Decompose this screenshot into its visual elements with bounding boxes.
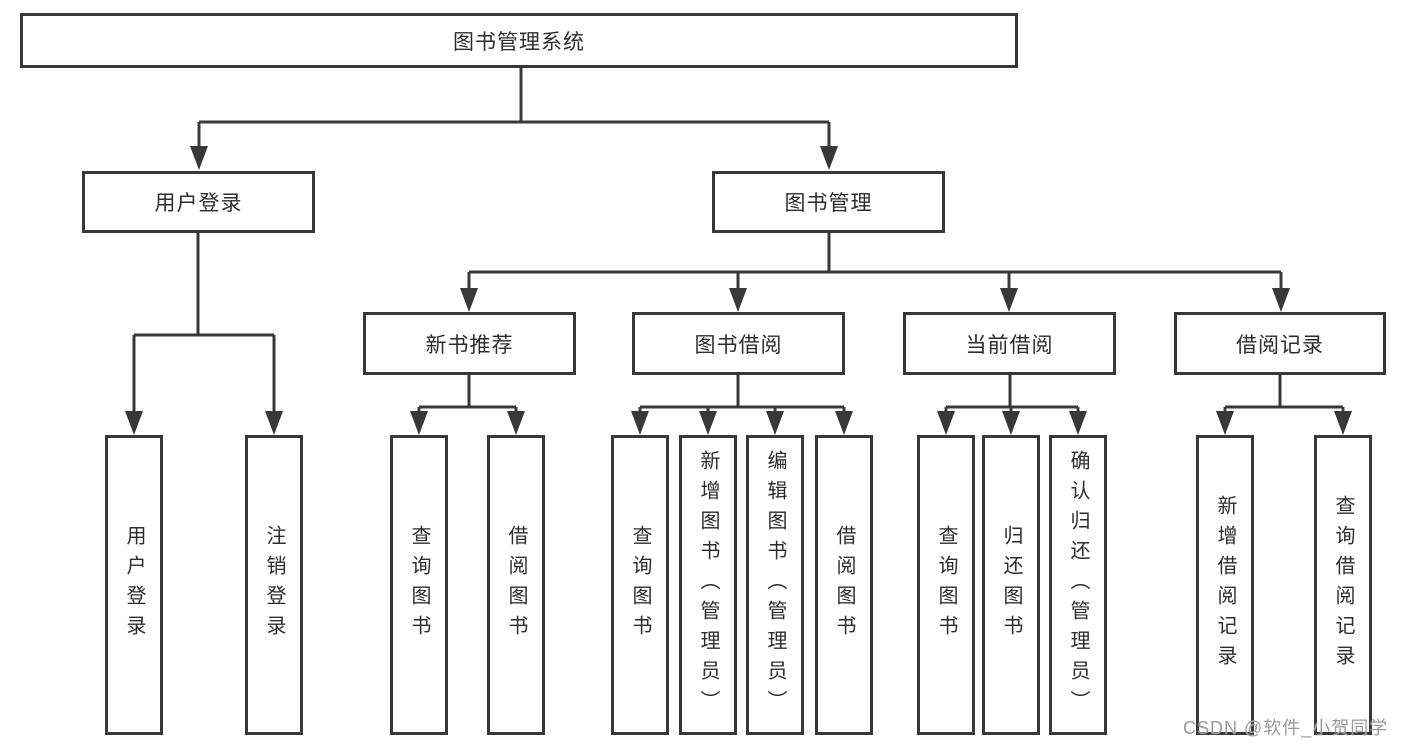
node-user-login: 用户登录 bbox=[82, 171, 315, 233]
node-new-book-recommend: 新书推荐 bbox=[363, 312, 576, 375]
leaf-edit-book-admin-label: 编辑图书（管理员） bbox=[764, 450, 786, 720]
leaf-add-borrow-record: 新增借阅记录 bbox=[1196, 435, 1254, 735]
leaf-query-borrow-record: 查询借阅记录 bbox=[1314, 435, 1372, 735]
leaf-add-borrow-record-label: 新增借阅记录 bbox=[1214, 495, 1236, 675]
leaf-add-book-admin: 新增图书（管理员） bbox=[679, 435, 737, 735]
leaf-borrow-book-label: 借阅图书 bbox=[833, 525, 855, 645]
node-root: 图书管理系统 bbox=[20, 13, 1018, 68]
leaf-borrow-book: 借阅图书 bbox=[815, 435, 873, 735]
leaf-add-book-admin-label: 新增图书（管理员） bbox=[697, 450, 719, 720]
leaf-current-query-book-label: 查询图书 bbox=[935, 525, 957, 645]
node-borrow-record: 借阅记录 bbox=[1174, 312, 1386, 375]
leaf-recommend-query-book-label: 查询图书 bbox=[408, 525, 430, 645]
leaf-return-book: 归还图书 bbox=[982, 435, 1040, 735]
leaf-recommend-query-book: 查询图书 bbox=[390, 435, 448, 735]
leaf-edit-book-admin: 编辑图书（管理员） bbox=[746, 435, 804, 735]
leaf-borrow-query-book: 查询图书 bbox=[611, 435, 669, 735]
leaf-confirm-return-admin: 确认归还（管理员） bbox=[1049, 435, 1107, 735]
node-current-borrow: 当前借阅 bbox=[903, 312, 1116, 375]
leaf-borrow-query-book-label: 查询图书 bbox=[629, 525, 651, 645]
leaf-user-login-label: 用户登录 bbox=[123, 525, 145, 645]
leaf-logout-label: 注销登录 bbox=[263, 525, 285, 645]
leaf-return-book-label: 归还图书 bbox=[1000, 525, 1022, 645]
leaf-current-query-book: 查询图书 bbox=[917, 435, 975, 735]
leaf-recommend-borrow-book-label: 借阅图书 bbox=[505, 525, 527, 645]
node-book-management: 图书管理 bbox=[712, 171, 945, 233]
csdn-watermark: CSDN @软件_小贺同学 bbox=[1183, 718, 1389, 738]
node-book-borrow: 图书借阅 bbox=[632, 312, 845, 375]
leaf-logout: 注销登录 bbox=[245, 435, 303, 735]
leaf-confirm-return-admin-label: 确认归还（管理员） bbox=[1067, 450, 1089, 720]
leaf-recommend-borrow-book: 借阅图书 bbox=[487, 435, 545, 735]
leaf-query-borrow-record-label: 查询借阅记录 bbox=[1332, 495, 1354, 675]
leaf-user-login: 用户登录 bbox=[105, 435, 163, 735]
